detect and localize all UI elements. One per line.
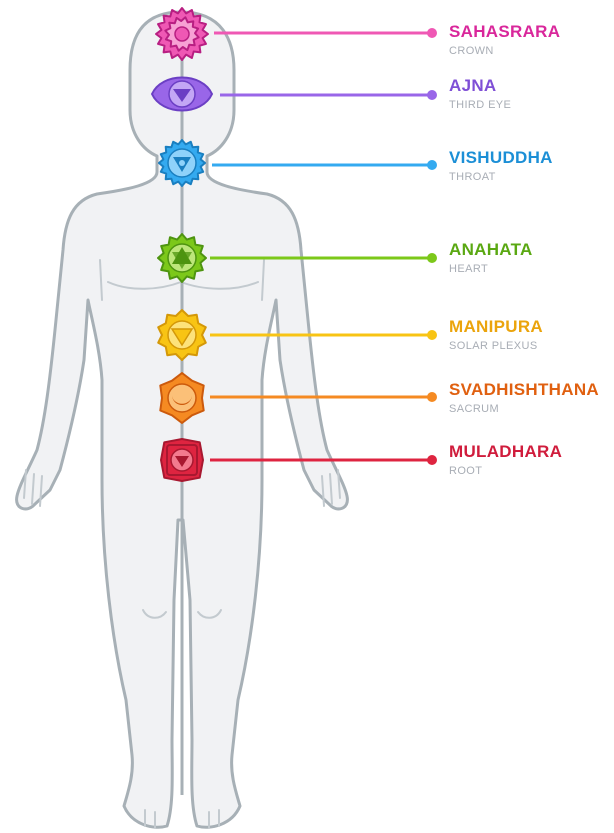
chakra-location: THIRD EYE (449, 98, 511, 112)
chakra-name: MANIPURA (449, 317, 543, 337)
connector-dot (427, 253, 437, 263)
chakra-location: HEART (449, 262, 533, 276)
label-ajna: AJNA THIRD EYE (449, 76, 511, 112)
chakra-name: MULADHARA (449, 442, 562, 462)
throat-triangle-icon (159, 140, 205, 186)
connector-dot (427, 160, 437, 170)
connector-dot (427, 330, 437, 340)
connector-dot (427, 28, 437, 38)
chakra-name: SVADHISHTHANA (449, 380, 599, 400)
label-manipura: MANIPURA SOLAR PLEXUS (449, 317, 543, 353)
label-vishuddha: VISHUDDHA THROAT (449, 148, 553, 184)
connector-dot (427, 392, 437, 402)
connector-dot (427, 90, 437, 100)
chakra-name: VISHUDDHA (449, 148, 553, 168)
chakra-location: SACRUM (449, 402, 599, 416)
lotus-icon (156, 8, 208, 60)
chakra-location: CROWN (449, 44, 560, 58)
third-eye-icon (152, 78, 212, 111)
root-square-icon (161, 439, 203, 481)
connector-dot (427, 455, 437, 465)
chakra-location: THROAT (449, 170, 553, 184)
chakra-location: ROOT (449, 464, 562, 478)
label-sahasrara: SAHASRARA CROWN (449, 22, 560, 58)
chakra-location: SOLAR PLEXUS (449, 339, 543, 353)
chakra-name: AJNA (449, 76, 511, 96)
label-anahata: ANAHATA HEART (449, 240, 533, 276)
chakra-name: SAHASRARA (449, 22, 560, 42)
label-muladhara: MULADHARA ROOT (449, 442, 562, 478)
label-svadhishthana: SVADHISHTHANA SACRUM (449, 380, 599, 416)
chakra-name: ANAHATA (449, 240, 533, 260)
